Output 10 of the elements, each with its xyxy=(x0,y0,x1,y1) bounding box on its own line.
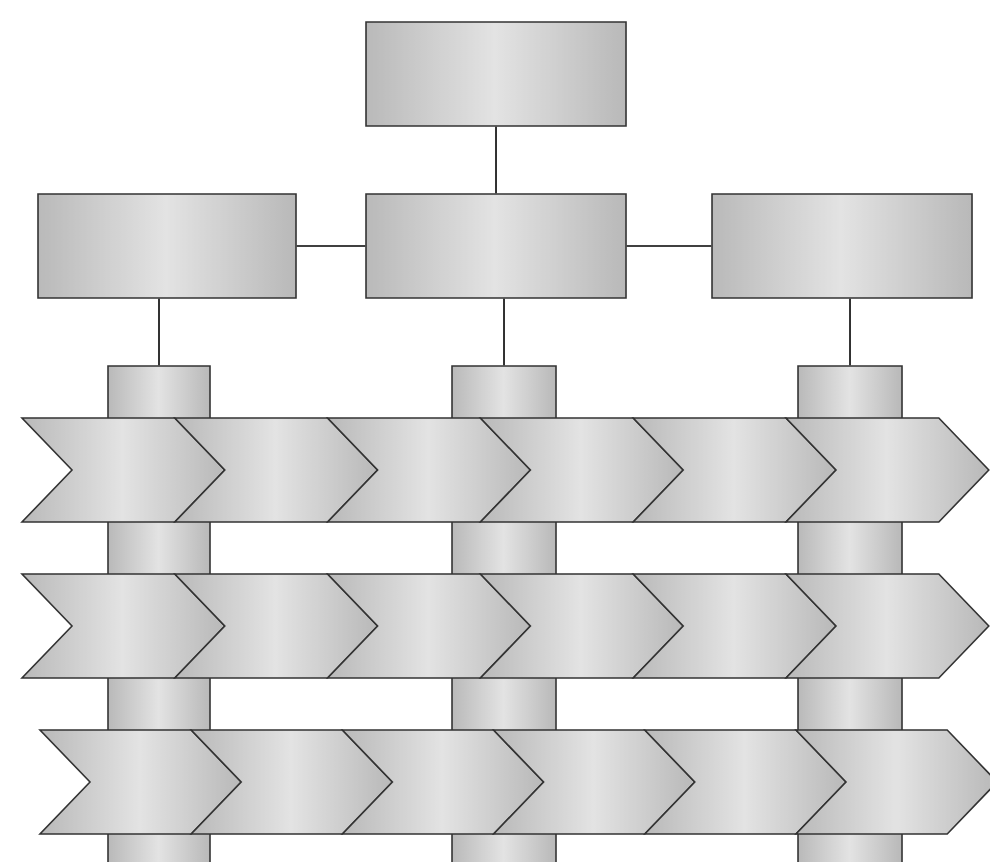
connector-line xyxy=(296,245,366,247)
connector-line xyxy=(158,298,160,366)
org-box xyxy=(37,193,297,299)
connector-line xyxy=(503,298,505,366)
org-box xyxy=(365,21,627,127)
connector-line xyxy=(849,298,851,366)
org-box xyxy=(365,193,627,299)
connector-line xyxy=(626,245,712,247)
connector-line xyxy=(495,126,497,194)
org-box xyxy=(711,193,973,299)
